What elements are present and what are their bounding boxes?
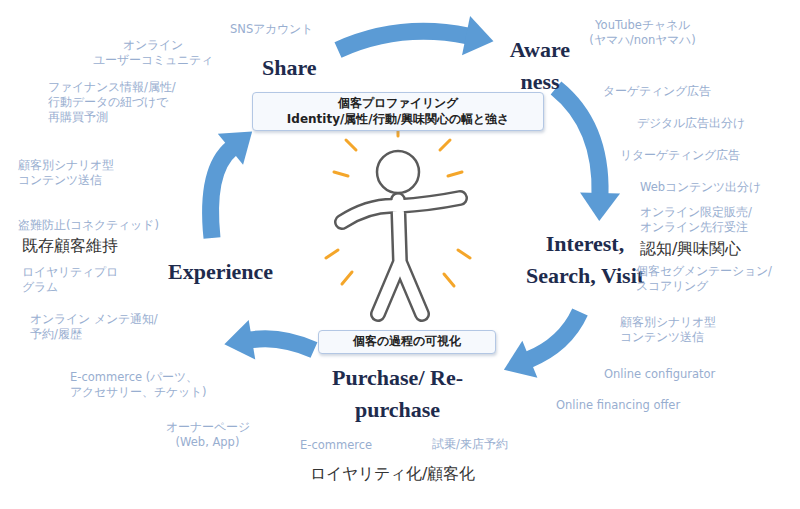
channel-label: リターゲティング広告 — [620, 148, 740, 163]
stage-label: Interest, Search, Visit — [520, 228, 650, 292]
figure-body — [342, 198, 460, 314]
channel-label: 盗難防止(コネクティッド) — [18, 218, 159, 233]
burst-line — [342, 272, 352, 284]
channel-label: 顧客別シナリオ型 コンテンツ送信 — [620, 315, 735, 345]
channel-label: オンライン ユーザーコミュニティ — [78, 38, 228, 68]
burst-line — [448, 172, 462, 176]
center-box: 個客の過程の可視化 — [318, 330, 496, 354]
cycle-arrow-body — [338, 31, 468, 50]
burst-line — [458, 250, 470, 258]
channel-label: 顧客別シナリオ型 コンテンツ送信 — [18, 158, 133, 188]
channel-label: ロイヤリティプロ グラム — [22, 265, 127, 295]
channel-label: E-commerce (パーツ、アクセサリー、チケット) — [70, 370, 280, 400]
channel-label: Webコンテンツ出分け — [640, 180, 761, 195]
cycle-arrow-body — [556, 88, 600, 195]
stage-label: Share — [262, 52, 317, 84]
cycle-arrow-body — [211, 148, 232, 238]
cycle-arrow-body — [528, 312, 580, 360]
phase-label: 認知/興味関心 — [640, 239, 741, 260]
stage-label: Purchase/ Re-purchase — [310, 362, 485, 426]
cycle-arrow-head — [580, 192, 620, 221]
cycle-arrow-head — [224, 320, 255, 359]
person-figure — [342, 151, 460, 314]
burst-line — [346, 140, 356, 150]
channel-label: ターゲティング広告 — [603, 84, 711, 99]
cycle-arrow-head — [218, 132, 252, 165]
channel-label: 個客セグメンテーション/ スコアリング — [636, 264, 781, 294]
cycle-arrow-head — [504, 341, 537, 378]
channel-label: オンライン限定販売/ オンライン先行受注 — [640, 205, 770, 235]
channel-label: オンライン メンテ通知/予約/履歴 — [30, 312, 165, 342]
burst-line — [444, 274, 454, 286]
box-heading: 個客の過程の可視化 — [329, 334, 485, 350]
channel-label: Online configurator — [604, 367, 715, 382]
stage-label: Experience — [168, 256, 273, 288]
cycle-arrow-body — [250, 339, 314, 350]
burst-line — [326, 250, 338, 258]
phase-label: ロイヤリティ化/顧客化 — [310, 464, 475, 485]
channel-label: Online financing offer — [556, 398, 680, 413]
phase-label: 既存顧客維持 — [22, 236, 118, 257]
channel-label: E-commerce — [300, 438, 372, 453]
figure-outline — [342, 198, 460, 314]
box-heading: 個客プロファイリング — [263, 96, 533, 112]
figure-head — [377, 151, 419, 193]
cycle-arrows — [211, 16, 620, 378]
channel-label: ファイナンス情報/属性/ 行動データの紐づけで 再購買予測 — [48, 80, 188, 125]
stage-label: Aware ness — [490, 34, 590, 98]
channel-label: SNSアカウント — [230, 22, 313, 37]
channel-label: YouTubeチャネル (ヤマハ/nonヤマハ) — [580, 18, 705, 48]
channel-label: デジタル広告出分け — [637, 116, 745, 131]
burst-line — [440, 140, 450, 150]
box-text: Identity/属性/行動/興味関心の幅と強さ — [263, 112, 533, 128]
channel-label: オーナーページ (Web, App) — [155, 420, 260, 450]
channel-label: 試乗/来店予約 — [432, 437, 508, 452]
center-box: 個客プロファイリングIdentity/属性/行動/興味関心の幅と強さ — [252, 92, 544, 131]
burst-line — [334, 172, 348, 176]
cycle-arrow-head — [462, 16, 493, 55]
